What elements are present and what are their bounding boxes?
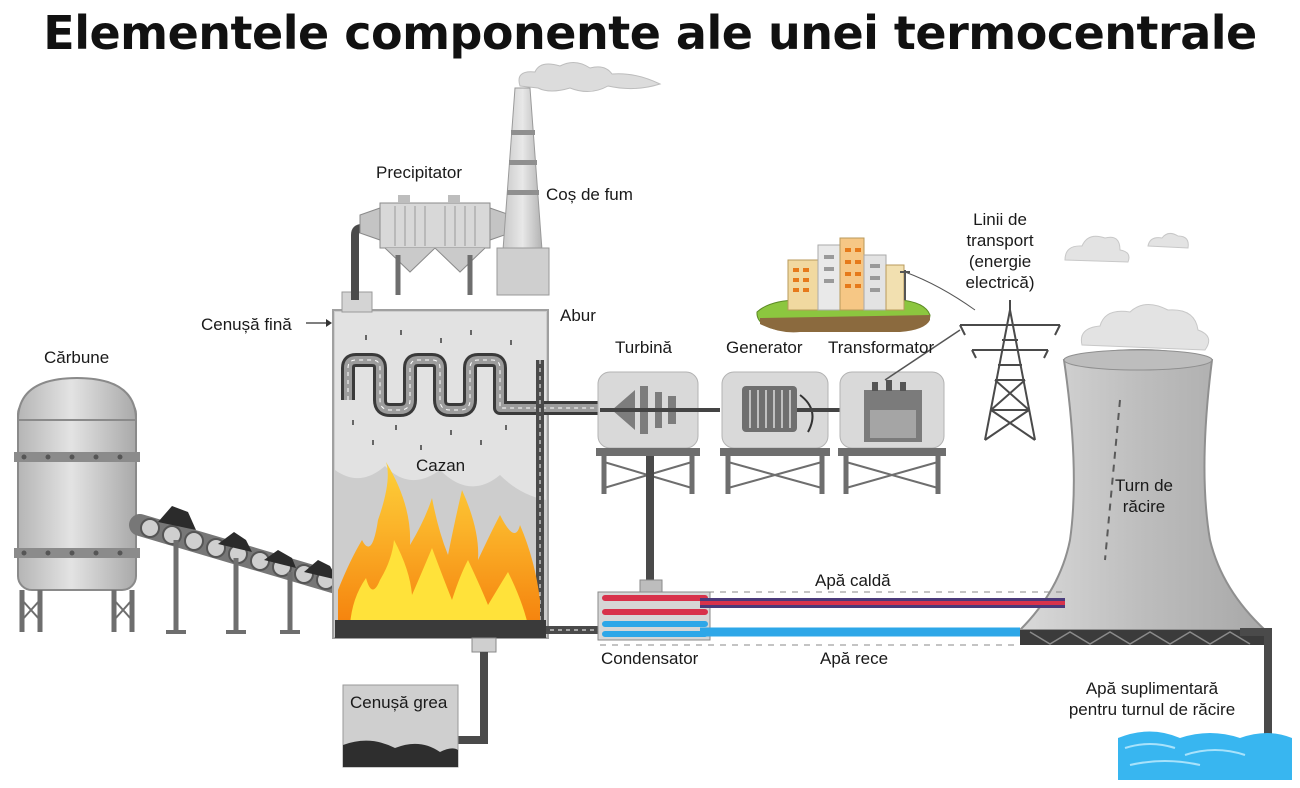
label-transmission-line1: Linii de xyxy=(973,210,1027,229)
label-boiler: Cazan xyxy=(416,456,466,475)
city-illustration xyxy=(756,237,976,333)
label-turbine: Turbină xyxy=(615,338,673,357)
label-cooling-tower: Turn de răcire xyxy=(1098,475,1190,517)
label-makeup-water-line2: pentru turnul de răcire xyxy=(1068,700,1236,719)
label-steam: Abur xyxy=(560,306,596,325)
sky-clouds xyxy=(1064,232,1210,351)
chimney xyxy=(496,62,662,296)
label-makeup-water-line1: Apă suplimentară xyxy=(1085,679,1219,698)
generator-unit xyxy=(720,371,860,494)
label-generator: Generator xyxy=(726,338,803,357)
cold-water-pipe xyxy=(600,627,1020,646)
label-hot-water: Apă caldă xyxy=(815,571,891,590)
label-transmission-line4: electrică) xyxy=(965,273,1035,292)
bottom-ash-container xyxy=(342,684,459,768)
label-condenser: Condensator xyxy=(601,649,699,668)
label-makeup-water: Apă suplimentară pentru turnul de răcire xyxy=(1052,678,1252,720)
boiler xyxy=(332,291,600,753)
boiler-flames xyxy=(338,462,540,625)
coal-silo xyxy=(14,376,140,632)
coal-conveyor xyxy=(129,506,371,634)
label-cold-water: Apă rece xyxy=(820,649,889,668)
label-precipitator: Precipitator xyxy=(376,163,462,182)
label-transformer: Transformator xyxy=(828,338,935,357)
condenser-unit xyxy=(597,591,711,641)
label-transmission-lines: Linii de transport (energie electrică) xyxy=(950,209,1050,293)
label-chimney: Coș de fum xyxy=(546,185,633,204)
label-fine-ash: Cenușă fină xyxy=(201,315,292,334)
label-cooling-tower-line1: Turn de xyxy=(1115,476,1173,495)
cooling-tower xyxy=(1017,349,1268,645)
transmission-tower xyxy=(959,300,1061,441)
fine-ash-arrowhead xyxy=(326,319,332,327)
hot-water-pipe xyxy=(660,591,1065,608)
makeup-water xyxy=(1118,628,1292,780)
label-cooling-tower-line2: răcire xyxy=(1122,497,1166,516)
label-transmission-line3: (energie xyxy=(968,252,1032,271)
precipitator-unit xyxy=(351,195,522,300)
label-bottom-ash: Cenușă grea xyxy=(350,693,448,712)
label-coal: Cărbune xyxy=(44,348,110,367)
label-transmission-line2: transport xyxy=(966,231,1034,250)
turbine-unit xyxy=(596,371,720,593)
diagram-title: Elementele componente ale unei termocent… xyxy=(43,6,1257,60)
transformer-unit xyxy=(838,329,961,494)
